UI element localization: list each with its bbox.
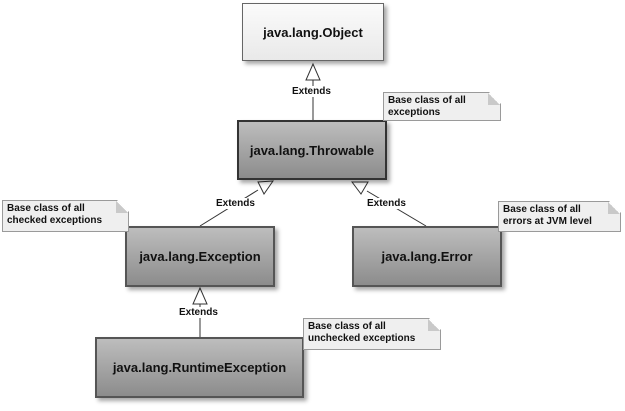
note-runtime-exception: Base class of all unchecked exceptions (303, 318, 441, 350)
arrowhead-throwable-right (351, 181, 369, 195)
edge-label-error-throwable: Extends (366, 198, 407, 209)
class-error[interactable]: java.lang.Error (352, 226, 502, 287)
note-error: Base class of all errors at JVM level (498, 201, 621, 232)
class-throwable[interactable]: java.lang.Throwable (237, 120, 387, 180)
class-runtime-exception[interactable]: java.lang.RuntimeException (95, 337, 304, 398)
arrowhead-throwable-left (257, 180, 275, 195)
note-throwable: Base class of all exceptions (383, 92, 501, 121)
edge-label-throwable-object: Extends (291, 86, 332, 97)
edge-label-runtime-exception: Extends (178, 307, 219, 318)
arrowhead-exception (192, 286, 208, 305)
arrowhead-object (305, 62, 321, 81)
note-exception: Base class of all checked exceptions (2, 200, 129, 232)
class-exception[interactable]: java.lang.Exception (125, 226, 275, 287)
edge-label-exception-throwable: Extends (215, 198, 256, 209)
class-object[interactable]: java.lang.Object (242, 3, 384, 61)
